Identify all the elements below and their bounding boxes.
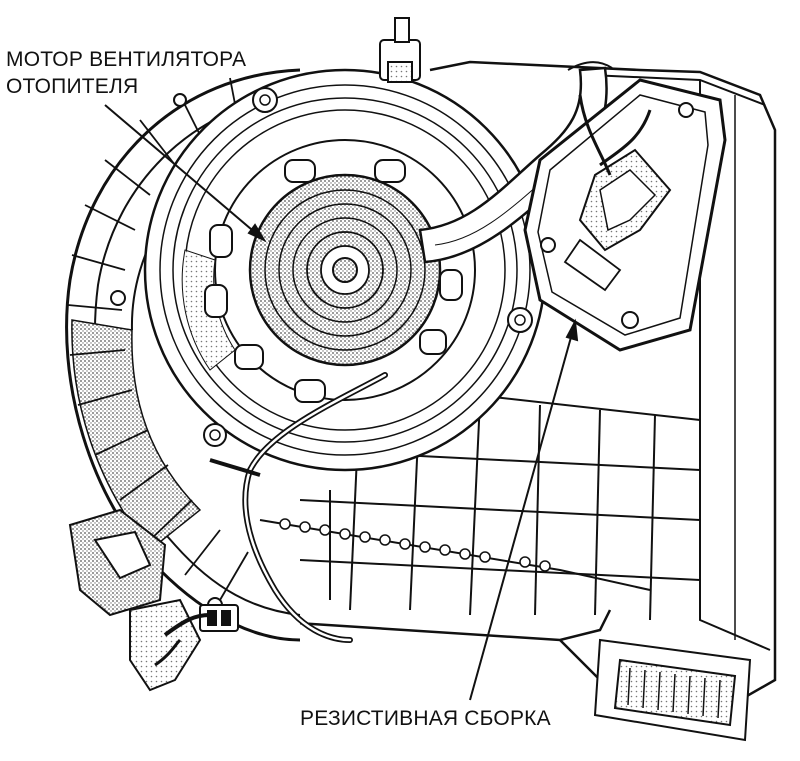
motor-label-line2: ОТОПИТЕЛЯ xyxy=(6,75,139,98)
wire-harness xyxy=(209,372,651,643)
bottom-connector xyxy=(593,638,752,742)
resistor-label: РЕЗИСТИВНАЯ СБОРКА xyxy=(300,707,551,730)
motor-label-line1: МОТОР ВЕНТИЛЯТОРА xyxy=(6,48,247,71)
resistor-callout: РЕЗИСТИВНАЯ СБОРКА xyxy=(300,705,551,732)
motor-callout: МОТОР ВЕНТИЛЯТОРА ОТОПИТЕЛЯ xyxy=(6,46,246,100)
resistor-assembly xyxy=(523,78,727,352)
left-connectors xyxy=(68,508,239,692)
leader-lines xyxy=(104,104,579,701)
motor-core xyxy=(248,173,442,367)
top-clip xyxy=(379,17,421,83)
